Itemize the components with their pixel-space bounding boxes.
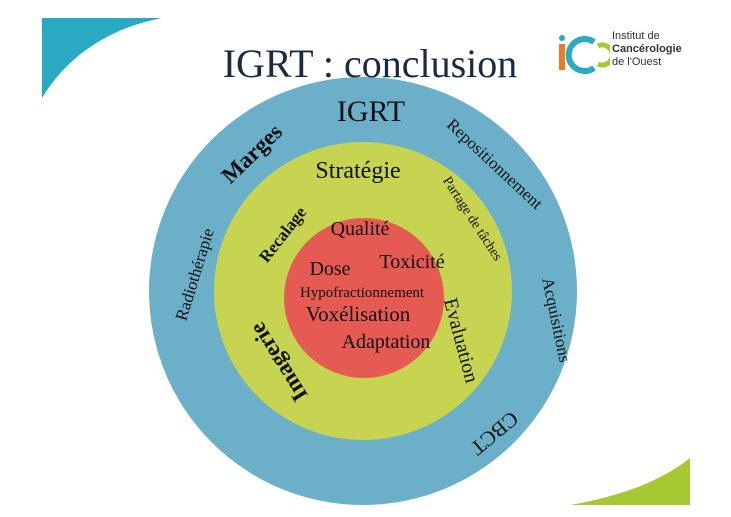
ico-logo-icon bbox=[559, 35, 615, 74]
institute-logo: Institut de Cancérologie de l'Ouest bbox=[552, 28, 722, 78]
core-circle bbox=[284, 218, 444, 378]
label-igrt: IGRT bbox=[337, 95, 405, 128]
logo-text: Institut de Cancérologie de l'Ouest bbox=[612, 30, 682, 69]
label-adaptation: Adaptation bbox=[342, 331, 431, 353]
label-voxelisation: Voxélisation bbox=[306, 302, 411, 326]
label-strategie: Stratégie bbox=[315, 158, 400, 184]
logo-line-2: Cancérologie bbox=[612, 43, 682, 55]
label-hypofractionnement: Hypofractionnement bbox=[300, 285, 425, 301]
label-qualite: Qualité bbox=[331, 218, 390, 240]
label-dose: Dose bbox=[309, 258, 350, 280]
logo-line-3: de l'Ouest bbox=[612, 56, 662, 68]
logo-line-1: Institut de bbox=[612, 30, 660, 42]
corner-swoosh-bottom-right bbox=[570, 458, 690, 505]
corner-swoosh-top-left bbox=[42, 18, 162, 98]
label-toxicite: Toxicité bbox=[379, 251, 444, 273]
slide-title: IGRT : conclusion bbox=[222, 41, 518, 86]
